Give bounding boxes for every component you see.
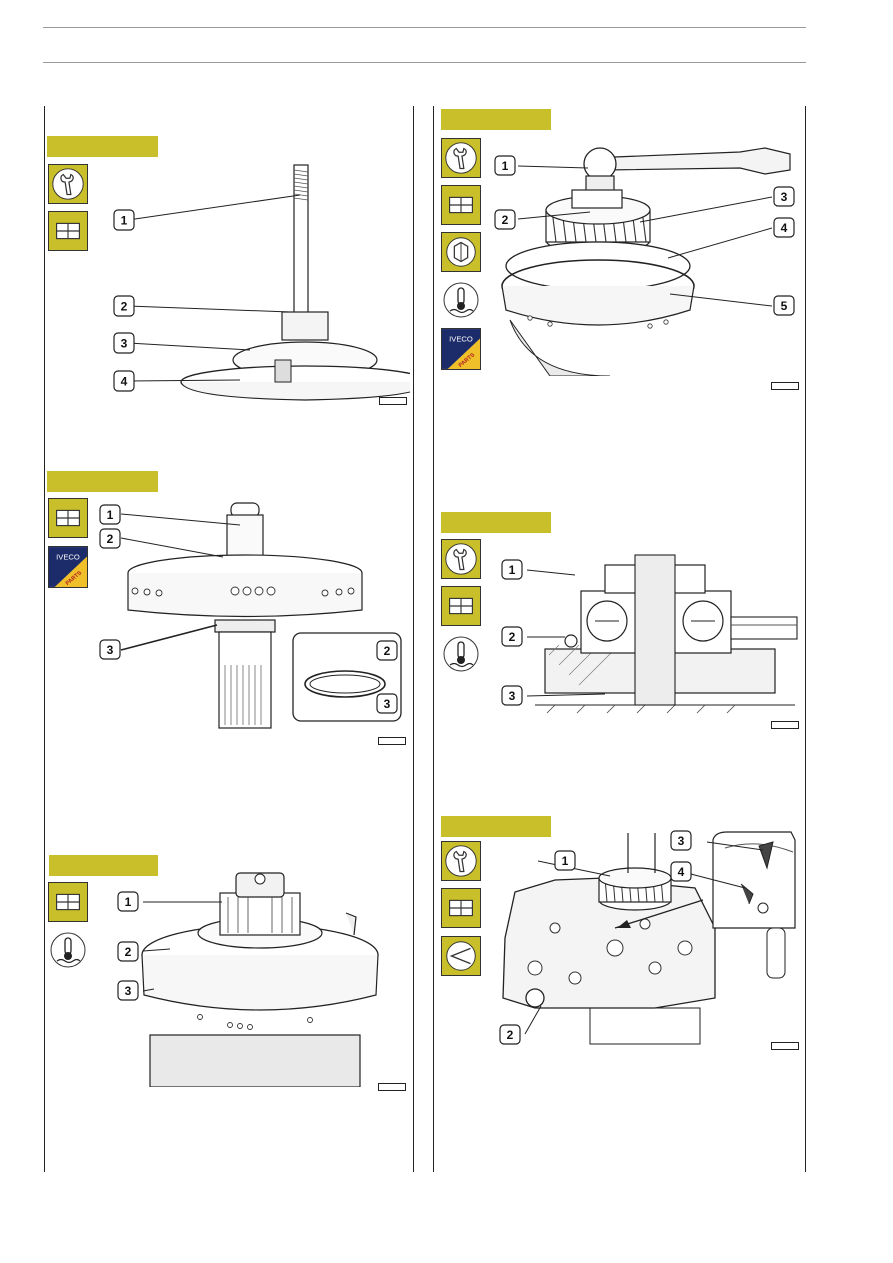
figure-2-callout: 1	[107, 508, 114, 522]
figure-3-callout: 3	[125, 984, 132, 998]
figure-6-number-tag	[771, 1042, 799, 1050]
figure-1-number-tag	[379, 397, 407, 405]
figure-6-casing-assembly-drawing: 1 2 3 4	[499, 830, 796, 1045]
wrench-tool-icon	[48, 164, 88, 204]
grid-assembly-icon	[48, 211, 88, 251]
column-divider-left	[44, 106, 45, 1172]
figure-2-drum-shaft-drawing: 1 2 3 2 3	[99, 502, 402, 729]
figure-5-callout: 2	[509, 630, 516, 644]
figure-3-callout: 1	[125, 895, 132, 909]
figure-2-callout: 3	[107, 643, 114, 657]
angle-check-icon	[441, 936, 481, 976]
figure-5-section-view-drawing: 1 2 3	[501, 554, 798, 714]
figure-2-inset-callout: 2	[384, 644, 391, 658]
figure-4-callout: 4	[781, 221, 788, 235]
figure-2-number-tag	[378, 737, 406, 745]
figure-5-callout: 1	[509, 563, 516, 577]
temperature-icon	[50, 932, 86, 968]
figure-4-number-tag	[771, 382, 799, 390]
figure-5-title-bar	[441, 512, 551, 533]
figure-4-callout: 5	[781, 299, 788, 313]
header-rule-top	[43, 27, 806, 28]
header-rule-bottom	[43, 62, 806, 63]
figure-1-callout: 4	[121, 375, 128, 389]
figure-2-callout: 2	[107, 532, 114, 546]
figure-3-title-bar	[49, 855, 158, 876]
grid-assembly-icon	[441, 888, 481, 928]
figure-1-shaft-piston-drawing: 1 2 3 4	[113, 164, 410, 401]
grid-assembly-icon	[48, 498, 88, 538]
figure-5-callout: 3	[509, 689, 516, 703]
grid-assembly-icon	[48, 882, 88, 922]
column-divider-middle	[413, 106, 414, 1172]
figure-6-title-bar	[441, 816, 551, 837]
figure-6-callout: 1	[562, 854, 569, 868]
temperature-icon	[443, 282, 479, 318]
figure-6-callout: 2	[507, 1028, 514, 1042]
figure-4-torque-wrench-drawing: 1 2 3 4 5	[494, 147, 795, 376]
grid-assembly-icon	[441, 185, 481, 225]
figure-3-gear-piston-drawing: 1 2 3	[117, 872, 379, 1087]
gear-hex-icon	[441, 232, 481, 272]
figure-1-callout: 1	[121, 214, 128, 228]
column-divider-right	[805, 106, 806, 1172]
wrench-tool-icon	[441, 138, 481, 178]
temperature-icon	[443, 636, 479, 672]
figure-1-title-bar	[47, 136, 158, 157]
figure-4-callout: 3	[781, 190, 788, 204]
figure-2-inset-callout: 3	[384, 697, 391, 711]
figure-1-callout: 2	[121, 300, 128, 314]
figure-4-callout: 1	[502, 159, 509, 173]
wrench-tool-icon	[441, 539, 481, 579]
iveco-logo-text: IVECO	[449, 334, 473, 343]
wrench-tool-icon	[441, 841, 481, 881]
figure-3-number-tag	[378, 1083, 406, 1091]
figure-4-callout: 2	[502, 213, 509, 227]
figure-3-callout: 2	[125, 945, 132, 959]
iveco-logo-text: IVECO	[56, 552, 80, 561]
figure-1-callout: 3	[121, 337, 128, 351]
grid-assembly-icon	[441, 586, 481, 626]
figure-4-title-bar	[441, 109, 551, 130]
column-divider-inner	[433, 106, 434, 1172]
figure-2-title-bar	[47, 471, 158, 492]
figure-6-callout: 4	[678, 865, 685, 879]
figure-5-number-tag	[771, 721, 799, 729]
figure-6-callout: 3	[678, 834, 685, 848]
